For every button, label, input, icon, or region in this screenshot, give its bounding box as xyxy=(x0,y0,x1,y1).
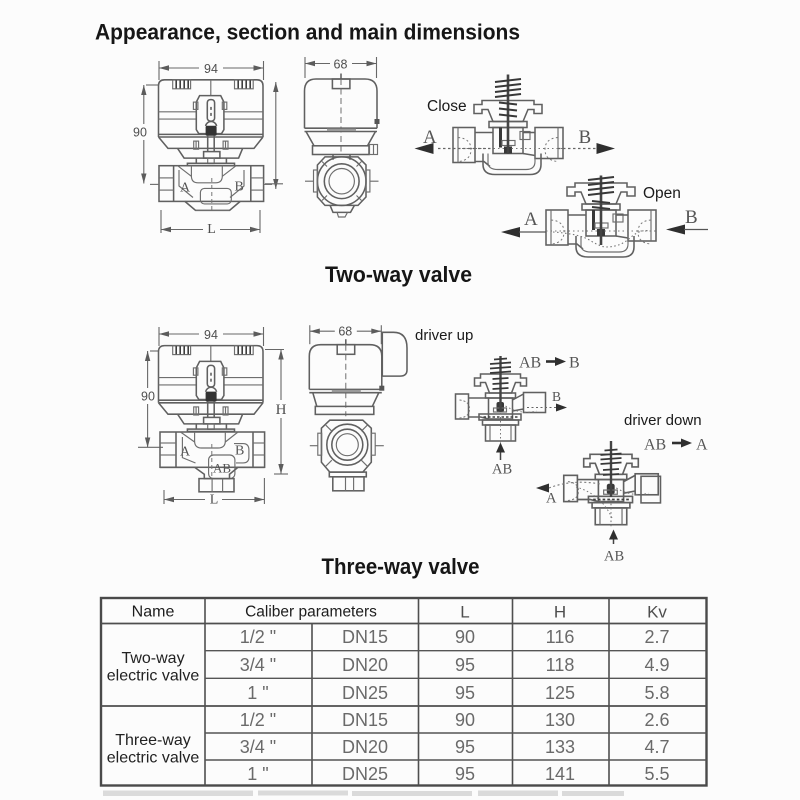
svg-text:141: 141 xyxy=(545,764,575,784)
svg-text:90: 90 xyxy=(141,390,155,404)
svg-text:Two-way valve: Two-way valve xyxy=(325,262,472,287)
svg-text:DN20: DN20 xyxy=(342,737,388,757)
svg-text:Close: Close xyxy=(427,98,467,115)
svg-text:B: B xyxy=(552,389,561,404)
svg-text:133: 133 xyxy=(545,737,575,757)
svg-text:B: B xyxy=(235,180,244,195)
svg-text:B: B xyxy=(503,462,513,478)
svg-text:Name: Name xyxy=(132,604,175,621)
svg-text:116: 116 xyxy=(546,627,575,647)
svg-text:1 ": 1 " xyxy=(247,683,268,703)
svg-text:L: L xyxy=(207,222,216,237)
svg-text:B: B xyxy=(531,355,542,372)
svg-text:driver down: driver down xyxy=(624,412,702,429)
svg-text:4.9: 4.9 xyxy=(644,655,669,675)
svg-text:118: 118 xyxy=(546,655,575,675)
svg-text:94: 94 xyxy=(204,328,218,342)
svg-text:Three-way valve: Three-way valve xyxy=(322,554,480,579)
svg-text:3/4 ": 3/4 " xyxy=(240,655,276,675)
svg-text:H: H xyxy=(554,603,566,622)
svg-text:Open: Open xyxy=(643,185,681,202)
svg-text:B: B xyxy=(615,549,625,565)
svg-text:95: 95 xyxy=(455,683,475,703)
svg-text:4.7: 4.7 xyxy=(644,737,669,757)
svg-text:1/2 ": 1/2 " xyxy=(240,710,276,730)
svg-text:electric valve: electric valve xyxy=(107,750,200,767)
svg-text:DN15: DN15 xyxy=(342,710,388,730)
svg-text:A: A xyxy=(644,437,656,454)
svg-text:Caliber parameters: Caliber parameters xyxy=(245,604,377,621)
svg-text:1/2 ": 1/2 " xyxy=(240,627,276,647)
svg-text:2.6: 2.6 xyxy=(644,710,669,730)
svg-text:AB: AB xyxy=(213,461,231,476)
svg-text:94: 94 xyxy=(204,62,218,76)
svg-text:A: A xyxy=(546,491,557,507)
svg-text:A: A xyxy=(524,209,538,230)
svg-text:68: 68 xyxy=(338,325,352,339)
svg-text:DN25: DN25 xyxy=(342,683,388,703)
svg-text:driver up: driver up xyxy=(415,327,473,344)
svg-text:125: 125 xyxy=(545,683,575,703)
svg-text:B: B xyxy=(569,355,580,372)
svg-text:L: L xyxy=(460,603,469,622)
svg-text:electric valve: electric valve xyxy=(107,668,200,685)
svg-text:95: 95 xyxy=(455,655,475,675)
svg-text:Three-way: Three-way xyxy=(115,732,191,749)
svg-text:A: A xyxy=(180,445,191,460)
svg-text:Appearance, section and main d: Appearance, section and main dimensions xyxy=(95,20,520,45)
svg-text:A: A xyxy=(423,127,437,148)
svg-text:L: L xyxy=(210,493,219,508)
svg-text:1 ": 1 " xyxy=(247,764,268,784)
svg-text:A: A xyxy=(604,549,615,565)
svg-text:B: B xyxy=(685,207,698,228)
svg-text:DN15: DN15 xyxy=(342,627,388,647)
svg-text:68: 68 xyxy=(334,58,348,72)
svg-text:5.5: 5.5 xyxy=(644,764,669,784)
svg-text:B: B xyxy=(235,444,244,459)
svg-text:B: B xyxy=(656,437,667,454)
svg-text:DN20: DN20 xyxy=(342,655,388,675)
svg-text:A: A xyxy=(696,437,708,454)
svg-text:Two-way: Two-way xyxy=(121,650,184,667)
svg-text:90: 90 xyxy=(455,710,475,730)
svg-text:H: H xyxy=(276,402,287,418)
svg-text:B: B xyxy=(579,127,592,148)
svg-text:Kv: Kv xyxy=(647,603,667,622)
svg-text:A: A xyxy=(492,462,503,478)
svg-text:90: 90 xyxy=(455,627,475,647)
svg-text:130: 130 xyxy=(545,710,575,730)
svg-text:DN25: DN25 xyxy=(342,764,388,784)
svg-text:95: 95 xyxy=(455,764,475,784)
svg-text:A: A xyxy=(519,355,531,372)
svg-text:2.7: 2.7 xyxy=(644,627,669,647)
svg-text:90: 90 xyxy=(133,126,147,140)
svg-text:A: A xyxy=(180,181,191,196)
svg-text:95: 95 xyxy=(455,737,475,757)
svg-text:5.8: 5.8 xyxy=(644,683,669,703)
svg-text:3/4 ": 3/4 " xyxy=(240,737,276,757)
